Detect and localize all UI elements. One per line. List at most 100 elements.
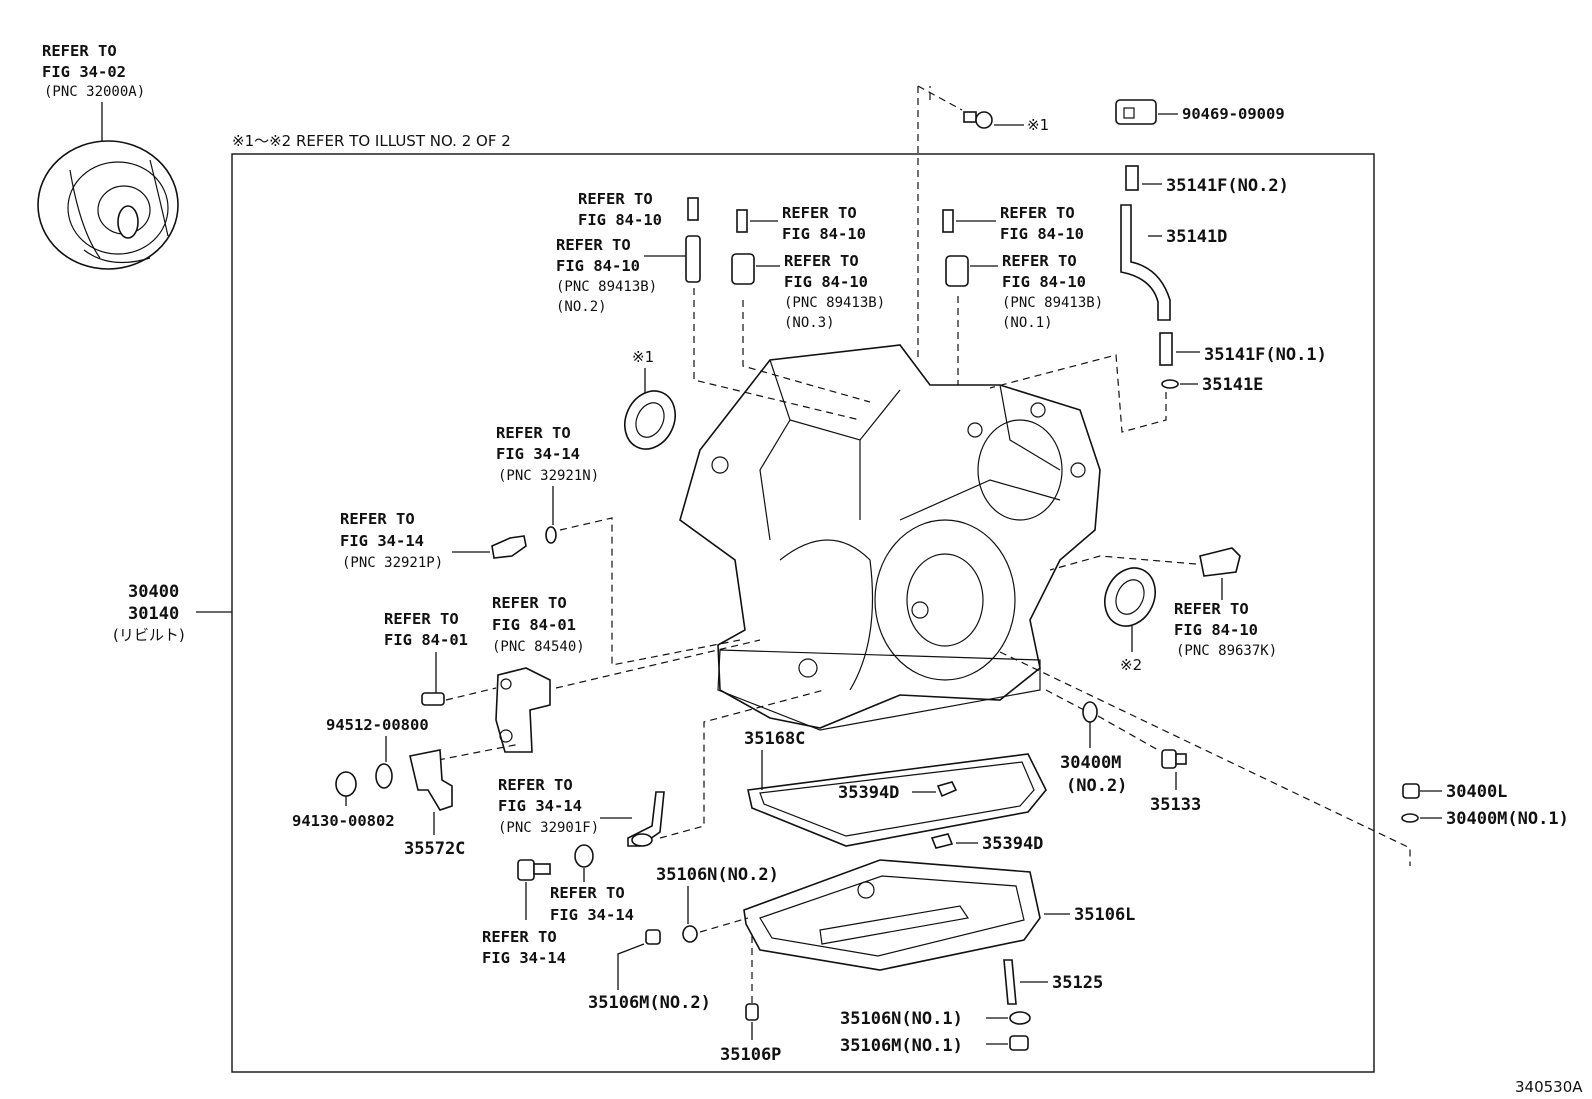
svg-text:FIG 84-01: FIG 84-01 — [492, 616, 576, 634]
top-right-group[interactable]: ※1 90469-09009 35141F(NO.2) 35141D 35141… — [917, 85, 1327, 433]
svg-text:※1: ※1 — [632, 348, 654, 366]
svg-text:FIG 84-10: FIG 84-10 — [784, 273, 868, 291]
header-note: ※1～※2 REFER TO ILLUST NO. 2 OF 2 — [232, 132, 511, 150]
svg-text:FIG 84-10: FIG 84-10 — [1174, 621, 1258, 639]
svg-text:(PNC 89413B): (PNC 89413B) — [556, 279, 657, 295]
svg-text:FIG 34-14: FIG 34-14 — [496, 445, 580, 463]
svg-text:(PNC 32921P): (PNC 32921P) — [342, 555, 443, 571]
svg-text:35106N(NO.1): 35106N(NO.1) — [840, 1009, 963, 1029]
seal-35106n-no2[interactable]: 35106N(NO.2) — [656, 865, 779, 943]
svg-text:(リビルト): (リビルト) — [113, 626, 185, 644]
sensor-no2[interactable]: REFER TO FIG 84-10 REFER TO FIG 84-10 (P… — [556, 190, 861, 421]
washer-94512[interactable]: 94512-00800 — [326, 716, 429, 789]
sensor-no3[interactable]: REFER TO FIG 84-10 REFER TO FIG 84-10 (P… — [731, 204, 885, 403]
svg-text:REFER TO: REFER TO — [1174, 600, 1249, 618]
svg-text:94512-00800: 94512-00800 — [326, 716, 429, 734]
gasket-30400m-no2[interactable]: 30400M (NO.2) — [1045, 689, 1159, 796]
transaxle-case[interactable] — [679, 344, 1101, 731]
svg-text:35394D: 35394D — [982, 834, 1043, 854]
svg-text:35168C: 35168C — [744, 729, 805, 749]
magnet-35394d-a[interactable]: 35394D — [838, 781, 958, 803]
svg-text:(NO.3): (NO.3) — [784, 315, 835, 331]
sensor-no1[interactable]: REFER TO FIG 84-10 REFER TO FIG 84-10 (P… — [942, 204, 1103, 385]
svg-text:FIG 84-10: FIG 84-10 — [782, 225, 866, 243]
svg-text:REFER TO: REFER TO — [42, 42, 117, 60]
svg-text:FIG 84-10: FIG 84-10 — [578, 211, 662, 229]
plug-35133[interactable]: 35133 — [1150, 749, 1201, 815]
svg-text:FIG 84-10: FIG 84-10 — [1000, 225, 1084, 243]
svg-text:35572C: 35572C — [404, 839, 465, 859]
svg-text:35141F(NO.1): 35141F(NO.1) — [1204, 345, 1327, 365]
bracket-35572c[interactable]: 35572C — [404, 749, 465, 859]
svg-text:35106N(NO.2): 35106N(NO.2) — [656, 865, 779, 885]
svg-text:REFER TO: REFER TO — [492, 594, 567, 612]
svg-text:(PNC 32000A): (PNC 32000A) — [44, 84, 145, 100]
svg-text:REFER TO: REFER TO — [782, 204, 857, 222]
svg-text:35106M(NO.2): 35106M(NO.2) — [588, 993, 711, 1013]
figure-id: 340530A — [1515, 1078, 1583, 1096]
seal-right[interactable]: ※2 — [1096, 560, 1165, 674]
svg-text:FIG 34-14: FIG 34-14 — [340, 532, 424, 550]
svg-text:30400: 30400 — [128, 582, 179, 602]
svg-text:(PNC 84540): (PNC 84540) — [492, 639, 585, 655]
oring-32921n[interactable]: REFER TO FIG 34-14 (PNC 32921N) — [496, 424, 741, 666]
svg-text:35106P: 35106P — [720, 1045, 781, 1065]
svg-text:REFER TO: REFER TO — [340, 510, 415, 528]
plug-30400l[interactable]: 30400L — [1402, 782, 1507, 802]
svg-text:REFER TO: REFER TO — [1002, 252, 1077, 270]
gasket-30400m-no1[interactable]: 30400M(NO.1) — [999, 651, 1569, 866]
magnet-35394d-b[interactable]: 35394D — [930, 833, 1043, 854]
svg-text:35141F(NO.2): 35141F(NO.2) — [1166, 176, 1289, 196]
tube-bolt[interactable]: REFER TO FIG 34-14 — [482, 859, 566, 967]
svg-text:REFER TO: REFER TO — [1000, 204, 1075, 222]
svg-text:35141D: 35141D — [1166, 227, 1227, 247]
fitting-32921p[interactable]: REFER TO FIG 34-14 (PNC 32921P) — [340, 510, 527, 571]
svg-text:(PNC 32921N): (PNC 32921N) — [498, 468, 599, 484]
svg-text:FIG 84-10: FIG 84-10 — [1002, 273, 1086, 291]
speed-sensor-89637k[interactable]: REFER TO FIG 84-10 (PNC 89637K) — [1049, 547, 1277, 659]
svg-text:REFER TO: REFER TO — [784, 252, 859, 270]
svg-text:FIG 84-01: FIG 84-01 — [384, 631, 468, 649]
svg-text:FIG 34-14: FIG 34-14 — [482, 949, 566, 967]
svg-text:(NO.1): (NO.1) — [1002, 315, 1053, 331]
svg-text:(PNC 89413B): (PNC 89413B) — [784, 295, 885, 311]
seal-35106n-no1[interactable]: 35106N(NO.1) — [840, 1009, 1031, 1029]
svg-text:35141E: 35141E — [1202, 375, 1263, 395]
svg-text:(PNC 89637K): (PNC 89637K) — [1176, 643, 1277, 659]
svg-text:REFER TO: REFER TO — [550, 884, 625, 902]
svg-text:(PNC 89413B): (PNC 89413B) — [1002, 295, 1103, 311]
svg-text:30400M(NO.1): 30400M(NO.1) — [1446, 809, 1569, 829]
tube-seal[interactable]: REFER TO FIG 34-14 — [550, 844, 634, 924]
assembly-label: 30400 30140 (リビルト) — [113, 582, 232, 644]
svg-text:35125: 35125 — [1052, 973, 1103, 993]
svg-text:※2: ※2 — [1120, 656, 1142, 674]
plug-35106m-no2[interactable]: 35106M(NO.2) — [588, 917, 749, 1013]
svg-text:REFER TO: REFER TO — [498, 776, 573, 794]
gasket-35168c[interactable]: 35168C — [744, 729, 1047, 847]
plug-35106m-no1[interactable]: 35106M(NO.1) — [840, 1035, 1029, 1056]
svg-text:(NO.2): (NO.2) — [556, 299, 607, 315]
svg-text:FIG 34-14: FIG 34-14 — [550, 906, 634, 924]
svg-text:FIG 34-02: FIG 34-02 — [42, 63, 126, 81]
svg-text:30400L: 30400L — [1446, 782, 1507, 802]
neutral-switch[interactable]: REFER TO FIG 84-01 (PNC 84540) REFER TO … — [384, 594, 761, 761]
seal-left[interactable]: ※1 — [616, 348, 685, 457]
svg-text:90469-09009: 90469-09009 — [1182, 105, 1285, 123]
svg-text:35133: 35133 — [1150, 795, 1201, 815]
svg-text:REFER TO: REFER TO — [496, 424, 571, 442]
svg-text:REFER TO: REFER TO — [578, 190, 653, 208]
svg-text:35394D: 35394D — [838, 783, 899, 803]
svg-text:REFER TO: REFER TO — [482, 928, 557, 946]
oil-pan-35106l[interactable]: 35106L — [743, 859, 1135, 971]
svg-text:35106M(NO.1): 35106M(NO.1) — [840, 1036, 963, 1056]
svg-text:(NO.2): (NO.2) — [1066, 776, 1127, 796]
oil-tube-32901f[interactable]: REFER TO FIG 34-14 (PNC 32901F) — [498, 689, 825, 847]
svg-text:30400M: 30400M — [1060, 753, 1121, 773]
bolt-35106p[interactable]: 35106P — [720, 936, 781, 1065]
svg-text:FIG 84-10: FIG 84-10 — [556, 257, 640, 275]
svg-text:35106L: 35106L — [1074, 905, 1135, 925]
nut-94130[interactable]: 94130-00802 — [292, 771, 395, 830]
torque-converter[interactable]: REFER TO FIG 34-02 (PNC 32000A) — [37, 42, 179, 270]
stud-35125[interactable]: 35125 — [1003, 959, 1103, 1005]
